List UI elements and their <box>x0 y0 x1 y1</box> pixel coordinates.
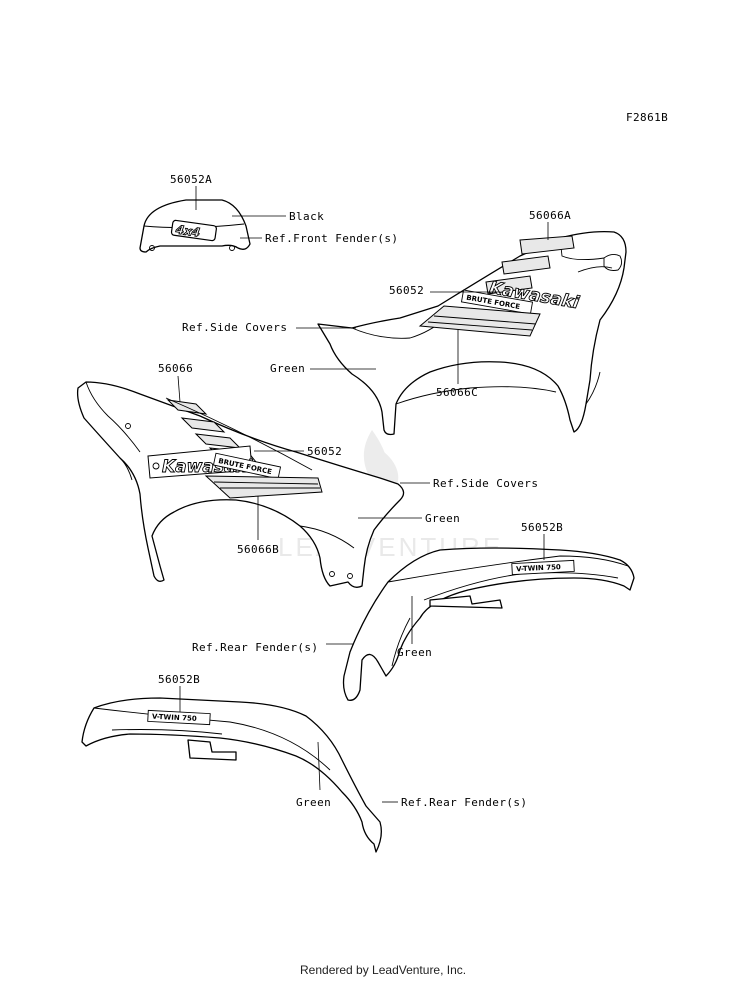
4x4-decal-text: 4x4 <box>174 222 201 239</box>
right-side-cover-shape <box>317 230 627 436</box>
left-cover-part-a-label: 56066 <box>158 362 193 375</box>
right-stripe-decal <box>485 235 575 295</box>
right-rear-v-decal: V-TWIN 750 <box>511 559 575 576</box>
right-cover-color-label: Green <box>270 362 305 375</box>
right-rear-color-label: Green <box>397 646 432 659</box>
4x4-decal: 4x4 <box>170 219 217 242</box>
right-side-cover-group: Kawasaki BRUTE FORCE <box>296 222 627 436</box>
front-fender-part-label: 56052A <box>170 173 212 186</box>
left-cover-ref-label: Ref.Side Covers <box>433 477 538 490</box>
right-cover-part-a-label: 56066A <box>529 209 571 222</box>
right-cover-part-c-label: 56066C <box>436 386 478 399</box>
left-side-cover-group: Kawasaki BRUTE FORCE <box>76 375 430 588</box>
left-rear-fender-group: V-TWIN 750 <box>81 686 398 853</box>
right-rear-fender-group: V-TWIN 750 <box>326 534 635 701</box>
left-lower-decal <box>204 475 323 499</box>
figure-code: F2861B <box>626 111 668 124</box>
front-fender-group: 4x4 <box>139 186 286 253</box>
left-cover-color-label: Green <box>425 512 460 525</box>
right-lower-decal <box>418 305 541 337</box>
left-brand-decal: Kawasaki BRUTE FORCE <box>147 445 282 480</box>
right-rear-ref-label: Ref.Rear Fender(s) <box>192 641 318 654</box>
left-rear-part-label: 56052B <box>158 673 200 686</box>
left-rear-ref-label: Ref.Rear Fender(s) <box>401 796 527 809</box>
right-rear-fender-shape <box>342 547 635 701</box>
right-rear-part-label: 56052B <box>521 521 563 534</box>
left-rear-color-label: Green <box>296 796 331 809</box>
footer-credit: Rendered by LeadVenture, Inc. <box>300 963 466 977</box>
left-rear-decal-text: V-TWIN 750 <box>152 713 197 723</box>
right-rear-decal-text: V-TWIN 750 <box>516 563 561 573</box>
left-cover-part-b-label: 56052 <box>307 445 342 458</box>
right-cover-part-b-label: 56052 <box>389 284 424 297</box>
front-fender-ref-label: Ref.Front Fender(s) <box>265 232 398 245</box>
left-rear-v-decal: V-TWIN 750 <box>147 709 211 726</box>
left-cover-part-c-label: 56066B <box>237 543 279 556</box>
left-rear-fender-shape <box>81 697 382 853</box>
right-cover-ref-label: Ref.Side Covers <box>182 321 287 334</box>
front-fender-color-label: Black <box>289 210 324 223</box>
